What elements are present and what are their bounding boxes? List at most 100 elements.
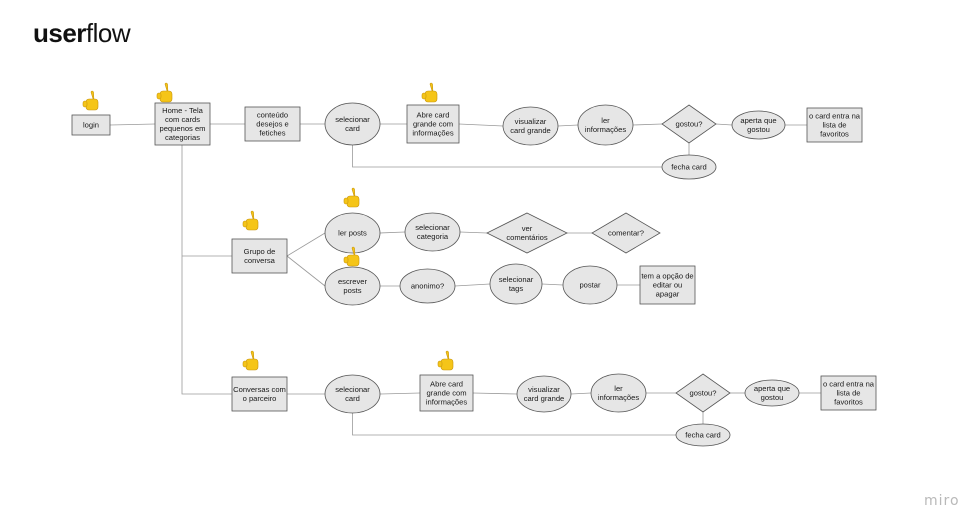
node-shape	[324, 102, 381, 146]
page-title: userflow	[33, 18, 131, 49]
node-shape	[71, 114, 111, 136]
node-shape	[675, 373, 731, 413]
edge-grupo-ler_posts	[286, 232, 326, 257]
edge-fecha_2-sel_card_2	[352, 413, 676, 436]
node-shape	[577, 104, 634, 146]
pointer-part	[245, 218, 259, 231]
pointer-part	[424, 90, 438, 103]
edge-ler_posts-sel_categoria	[379, 231, 406, 234]
pointer-part	[242, 220, 248, 228]
edge-fecha_1-sel_card_1	[352, 145, 662, 168]
pointer-part	[85, 98, 99, 111]
node-shape	[419, 374, 474, 412]
node-shape	[590, 373, 647, 413]
pointer-part	[159, 90, 173, 103]
node-shape	[731, 110, 786, 140]
node-label: fecha card	[685, 431, 720, 440]
node-fecha-2: fecha card	[675, 423, 731, 447]
node-label: login	[83, 121, 99, 130]
node-shape	[486, 212, 568, 254]
pointer-part	[346, 195, 360, 208]
node-shape	[516, 375, 572, 413]
pointer-part	[421, 92, 427, 100]
node-shape	[639, 265, 696, 305]
pointing-hand-icon	[437, 350, 454, 371]
node-label: gostou?	[689, 389, 716, 398]
pointer-part	[343, 256, 349, 264]
pointer-part	[245, 358, 259, 371]
node-fecha-1: fecha card	[661, 154, 717, 180]
edge-sel_categoria-ver_coment	[459, 231, 488, 234]
edge-login-home	[109, 123, 156, 126]
edge-grupo-escrever	[286, 255, 326, 287]
pointer-part	[437, 360, 443, 368]
pointing-hand-icon	[421, 82, 438, 103]
node-shape	[399, 268, 456, 304]
pointing-hand-icon	[343, 246, 360, 267]
node-shape	[562, 265, 618, 305]
pointer-part	[156, 92, 162, 100]
node-shape	[324, 212, 381, 254]
node-gostou-1: gostou?	[661, 104, 717, 144]
pointer-part	[343, 197, 349, 205]
miro-brand: miro	[924, 493, 960, 509]
pointing-hand-icon	[82, 90, 99, 111]
node-label: gostou?	[675, 120, 702, 129]
node-login: login	[71, 114, 111, 136]
node-shape	[806, 107, 863, 143]
node-shape	[324, 374, 381, 414]
edge-sel_card_2-abre_card_2	[379, 392, 421, 395]
edge-sel_tags-postar	[541, 283, 564, 286]
node-shape	[661, 154, 717, 180]
node-label: comentar?	[608, 229, 644, 238]
title-bold: user	[33, 18, 86, 48]
node-shape	[231, 376, 288, 412]
node-shape	[744, 379, 800, 407]
node-shape	[591, 212, 661, 254]
edge-gostou_1-aperta_1	[715, 123, 733, 126]
node-shape	[406, 104, 460, 144]
edge-abre_card_2-vis_card_2	[472, 392, 518, 395]
pointing-hand-icon	[156, 82, 173, 103]
node-shape	[154, 102, 211, 146]
edge-abre_card_1-vis_card_1	[458, 123, 504, 127]
node-shape	[324, 266, 381, 306]
node-shape	[489, 263, 543, 305]
node-shape	[231, 238, 288, 274]
edge-anonimo-sel_tags	[454, 283, 491, 287]
pointing-hand-icon	[343, 187, 360, 208]
edges	[109, 123, 821, 436]
node-postar: postar	[562, 265, 618, 305]
node-label: postar	[579, 281, 601, 290]
